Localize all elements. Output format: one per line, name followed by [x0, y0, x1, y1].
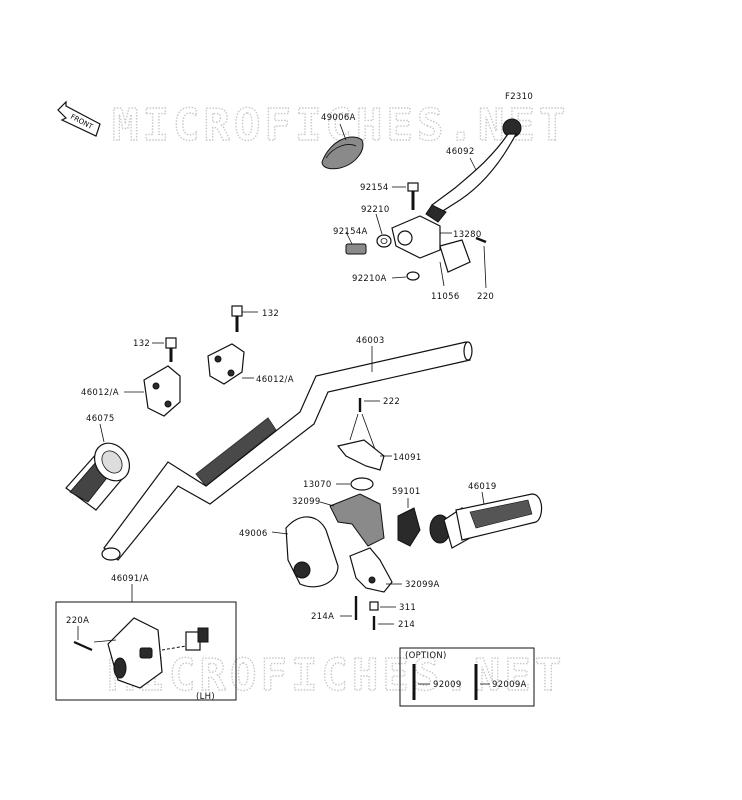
option-box	[399, 647, 535, 707]
handlebar-46003	[101, 341, 473, 561]
label-46092: 46092	[446, 147, 475, 157]
washer-92210	[375, 213, 392, 248]
label-92210: 92210	[361, 205, 390, 215]
label-13070: 13070	[303, 480, 332, 490]
throttle-pulley-59101	[397, 498, 421, 547]
label-11056: 11056	[431, 292, 460, 302]
diagram-code: F2310	[505, 92, 533, 102]
screw-222	[349, 398, 380, 453]
label-220A: 220A	[66, 616, 89, 626]
lever-cover-part	[321, 123, 364, 170]
screw-214	[372, 616, 394, 630]
label-222: 222	[383, 397, 400, 407]
label-49006A: 49006A	[321, 113, 356, 123]
throttle-cover-49006	[271, 516, 339, 588]
nut-311	[369, 601, 396, 611]
watermark-bottom: MICROFICHES.NET	[108, 650, 565, 701]
label-32099: 32099	[292, 497, 321, 507]
label-46003: 46003	[356, 336, 385, 346]
bolt-92009	[412, 664, 430, 700]
label-46012A-right: 46012/A	[256, 375, 294, 385]
bolt-92154A	[345, 231, 367, 255]
label-92154A: 92154A	[333, 227, 368, 237]
cable-guide-14091	[336, 439, 392, 471]
bolt-92009A	[474, 664, 490, 700]
option-label: (OPTION)	[405, 651, 447, 661]
screw-220A	[73, 626, 117, 652]
housing-32099A	[349, 547, 402, 593]
front-arrow-icon: FRONT	[57, 100, 101, 137]
bolt-132-top	[231, 305, 258, 332]
label-59101: 59101	[392, 487, 421, 497]
bolt-92154	[392, 182, 419, 210]
label-132-top: 132	[262, 309, 279, 319]
lever-holder-part	[391, 215, 471, 273]
screw-214A	[340, 596, 358, 620]
handlebar-switch-part	[107, 617, 209, 689]
label-311: 311	[399, 603, 416, 613]
label-46019: 46019	[468, 482, 497, 492]
nut-92210A	[391, 271, 420, 281]
label-92154: 92154	[360, 183, 389, 193]
housing-32099	[319, 493, 385, 547]
label-220: 220	[477, 292, 494, 302]
label-92009A: 92009A	[492, 680, 527, 690]
label-49006: 49006	[239, 529, 268, 539]
label-214: 214	[398, 620, 415, 630]
screw-220	[475, 236, 487, 289]
grip-46075	[65, 423, 131, 511]
lh-label: (LH)	[196, 692, 215, 702]
label-92009: 92009	[433, 680, 462, 690]
switch-box	[55, 601, 237, 701]
label-32099A: 32099A	[405, 580, 440, 590]
ring-13070	[336, 477, 374, 491]
clamp-46012A-left	[124, 365, 181, 417]
clutch-lever-part	[425, 118, 522, 223]
label-92210A: 92210A	[352, 274, 387, 284]
label-46012A-left: 46012/A	[81, 388, 119, 398]
throttle-grip-46019	[429, 491, 543, 549]
bracket-11056	[439, 261, 445, 287]
label-46091A: 46091/A	[111, 574, 149, 584]
label-46075: 46075	[86, 414, 115, 424]
label-132-left: 132	[133, 339, 150, 349]
label-14091: 14091	[393, 453, 422, 463]
label-13280: 13280	[453, 230, 482, 240]
bolt-132-left	[152, 337, 177, 362]
clamp-46012A-right	[207, 343, 254, 385]
label-214A: 214A	[311, 612, 334, 622]
